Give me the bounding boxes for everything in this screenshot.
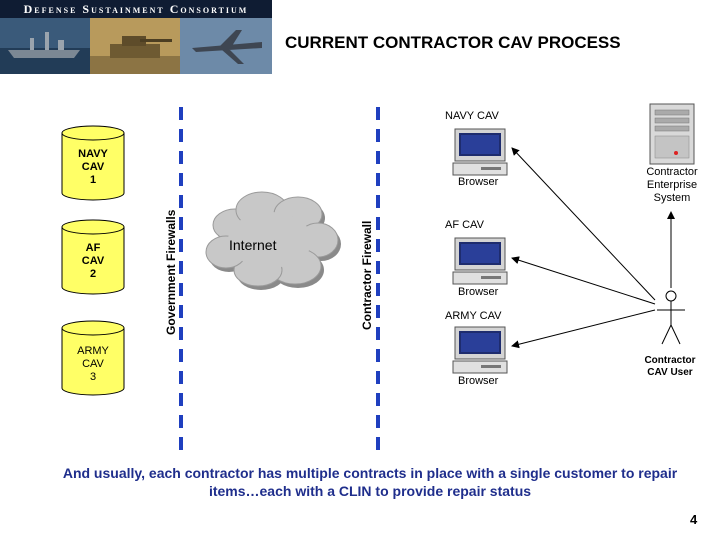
- government-firewalls-label: Government Firewalls: [164, 209, 178, 335]
- banner-image: [0, 18, 272, 74]
- contractor-cav-user-label: Contractor CAV User: [644, 355, 696, 378]
- army-cav-3-label: ARMY CAV 3: [77, 345, 109, 383]
- af-browser-label: Browser: [458, 286, 499, 298]
- arrow-user-to-navy-browser: [511, 147, 656, 301]
- army-cav-group-label: ARMY CAV: [445, 310, 502, 322]
- database-cylinder-navy: [61, 125, 125, 201]
- army-browser-label: Browser: [458, 375, 499, 387]
- footer-note: And usually, each contractor has multipl…: [62, 465, 678, 499]
- contractor-enterprise-system-label: Contractor Enterprise System: [646, 166, 698, 204]
- internet-label: Internet: [229, 237, 277, 253]
- computer-icon-army: [452, 326, 508, 374]
- af-cav-2-label: AF CAV 2: [81, 242, 105, 280]
- server-icon: [649, 103, 695, 165]
- banner-logo: Defense Sustainment Consortium: [0, 0, 272, 74]
- computer-icon-af: [452, 237, 508, 285]
- arrow-user-to-af-browser: [511, 256, 656, 305]
- computer-icon-navy: [452, 128, 508, 176]
- navy-browser-label: Browser: [458, 176, 499, 188]
- banner-title: Defense Sustainment Consortium: [0, 0, 272, 18]
- page-number: 4: [690, 512, 698, 527]
- database-cylinder-army: [61, 320, 125, 396]
- arrow-user-to-army-browser: [511, 309, 656, 349]
- contractor-firewall-label: Contractor Firewall: [360, 220, 374, 330]
- navy-cav-group-label: NAVY CAV: [445, 110, 499, 122]
- af-cav-group-label: AF CAV: [445, 219, 484, 231]
- internet-cloud-icon: [205, 191, 341, 290]
- database-cylinder-af: [61, 219, 125, 295]
- navy-cav-1-label: NAVY CAV 1: [78, 148, 108, 186]
- user-stick-figure-icon: [657, 290, 685, 345]
- page-title: CURRENT CONTRACTOR CAV PROCESS: [285, 33, 621, 52]
